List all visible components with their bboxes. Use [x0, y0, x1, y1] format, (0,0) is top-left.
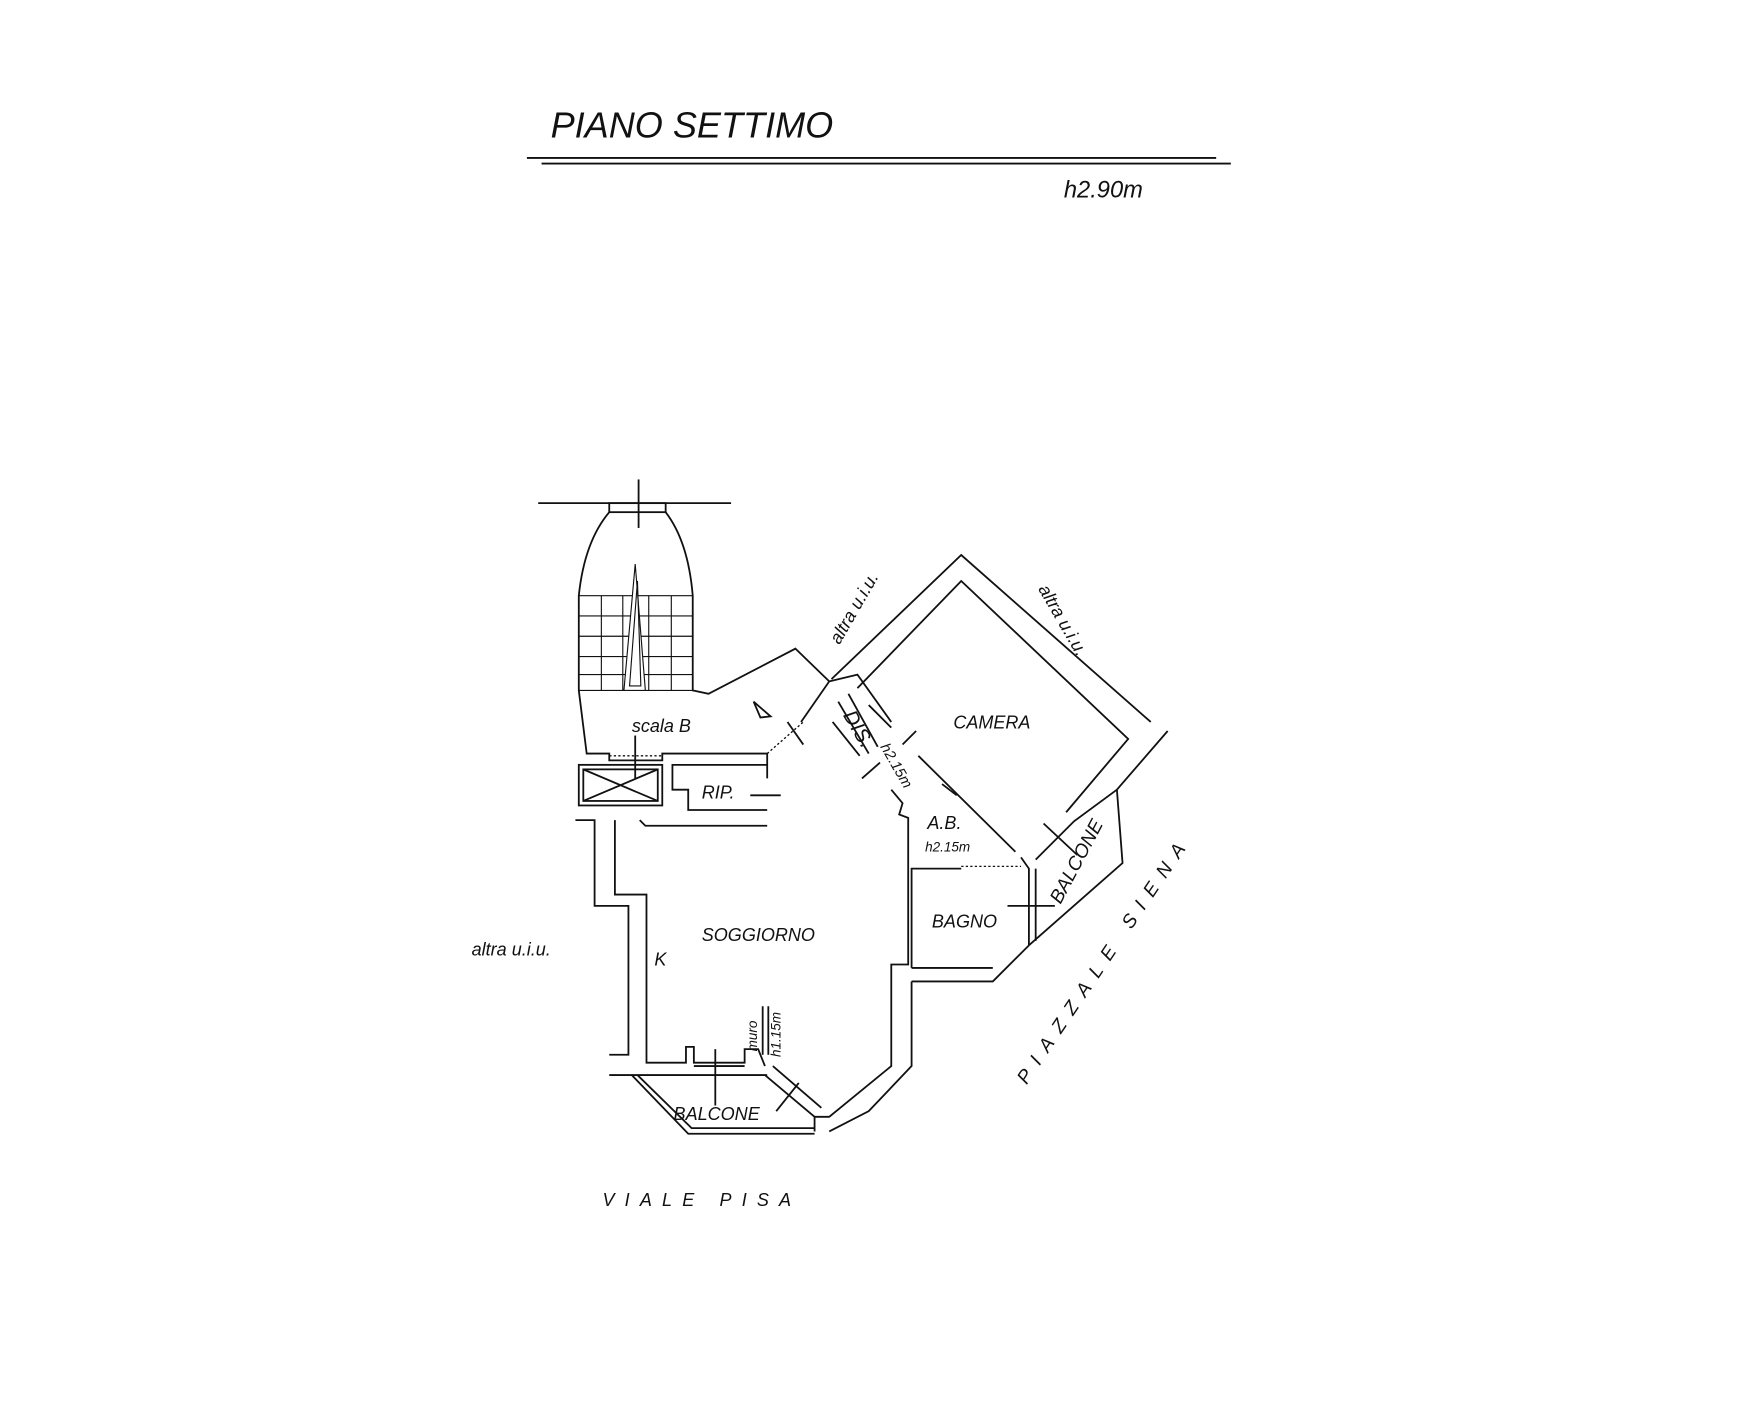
room-label-ab: A.B.: [926, 813, 961, 833]
street-label: PIAZZALE SIENA: [1013, 831, 1196, 1088]
room-height-dis: h2.15m: [877, 741, 915, 791]
room-label-balcone: BALCONE: [674, 1104, 761, 1124]
room-label-balcone: BALCONE: [1046, 816, 1108, 907]
neighbor-label: altra u.i.u.: [472, 940, 551, 960]
room-label-bagno: BAGNO: [932, 911, 997, 931]
room-label-dis: DIS.: [838, 707, 877, 752]
ceiling-height: h2.90m: [1064, 177, 1143, 203]
elevator: [577, 763, 664, 807]
neighbor-label: altra u.i.u.: [826, 569, 883, 648]
muro-height: h1.15m: [769, 1012, 784, 1057]
room-label-rip: RIP.: [702, 783, 735, 803]
room-height-ab: h2.15m: [925, 840, 970, 855]
staircase: [538, 479, 830, 779]
walls: [575, 553, 1169, 1135]
room-label-soggiorno: SOGGIORNO: [702, 925, 815, 945]
neighbor-label: altra u.i.u.: [1034, 581, 1091, 660]
room-label-scala: scala B: [632, 716, 691, 736]
room-label-kitchen: K: [654, 950, 667, 970]
muro-label: muro: [745, 1020, 760, 1051]
plan-title: PIANO SETTIMO: [551, 105, 834, 146]
room-label-camera: CAMERA: [953, 713, 1030, 733]
street-label: VIALE PISA: [602, 1190, 801, 1210]
